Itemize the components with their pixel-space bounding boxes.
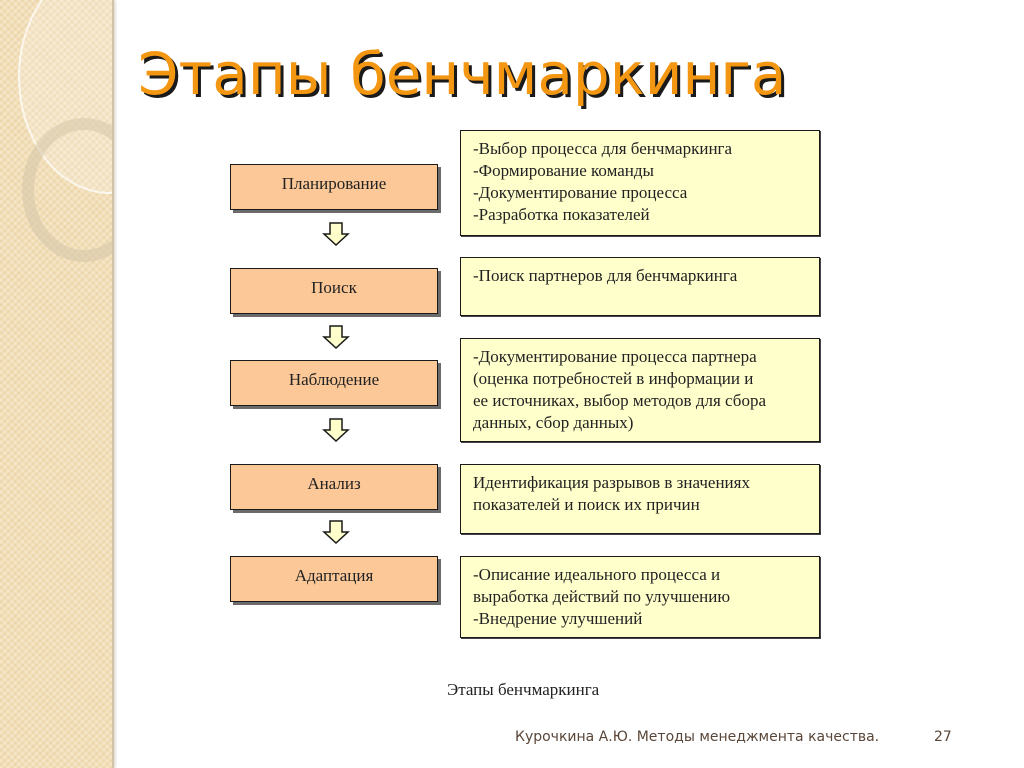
down-arrow-icon [322, 222, 350, 246]
down-arrow-icon [322, 520, 350, 544]
stage-box-analysis: Анализ [230, 464, 438, 510]
detail-line: -Описание идеального процесса и [473, 565, 721, 584]
detail-line: -Выбор процесса для бенчмаркинга [473, 139, 733, 158]
detail-line: -Разработка показателей [473, 205, 650, 224]
detail-line: -Внедрение улучшений [473, 609, 643, 628]
decorative-side-strip [0, 0, 114, 768]
stage-box-search: Поиск [230, 268, 438, 314]
detail-line: (оценка потребностей в информации и [473, 369, 754, 388]
down-arrow-icon [322, 418, 350, 442]
detail-box-adaptation: -Описание идеального процесса и выработк… [460, 556, 820, 638]
detail-box-observation: -Документирование процесса партнера (оце… [460, 338, 820, 442]
detail-line: Идентификация разрывов в значениях [473, 473, 750, 492]
detail-line: -Поиск партнеров для бенчмаркинга [473, 266, 738, 285]
slide-footer: Курочкина А.Ю. Методы менеджмента качест… [515, 729, 880, 745]
detail-line: данных, сбор данных) [473, 413, 634, 432]
detail-line: показателей и поиск их причин [473, 495, 700, 514]
stage-box-adaptation: Адаптация [230, 556, 438, 602]
detail-box-planning: -Выбор процесса для бенчмаркинга -Формир… [460, 130, 820, 236]
detail-box-search: -Поиск партнеров для бенчмаркинга [460, 257, 820, 316]
detail-line: ее источниках, выбор методов для сбора [473, 391, 766, 410]
detail-line: -Документирование процесса партнера [473, 347, 757, 366]
slide-title: Этапы бенчмаркинга [138, 40, 787, 108]
detail-box-analysis: Идентификация разрывов в значениях показ… [460, 464, 820, 534]
stage-box-planning: Планирование [230, 164, 438, 210]
down-arrow-icon [322, 325, 350, 349]
stage-box-observation: Наблюдение [230, 360, 438, 406]
page-number: 27 [934, 729, 952, 745]
detail-line: -Документирование процесса [473, 183, 688, 202]
detail-line: выработка действий по улучшению [473, 587, 731, 606]
detail-line: -Формирование команды [473, 161, 654, 180]
figure-caption: Этапы бенчмаркинга [447, 680, 600, 699]
